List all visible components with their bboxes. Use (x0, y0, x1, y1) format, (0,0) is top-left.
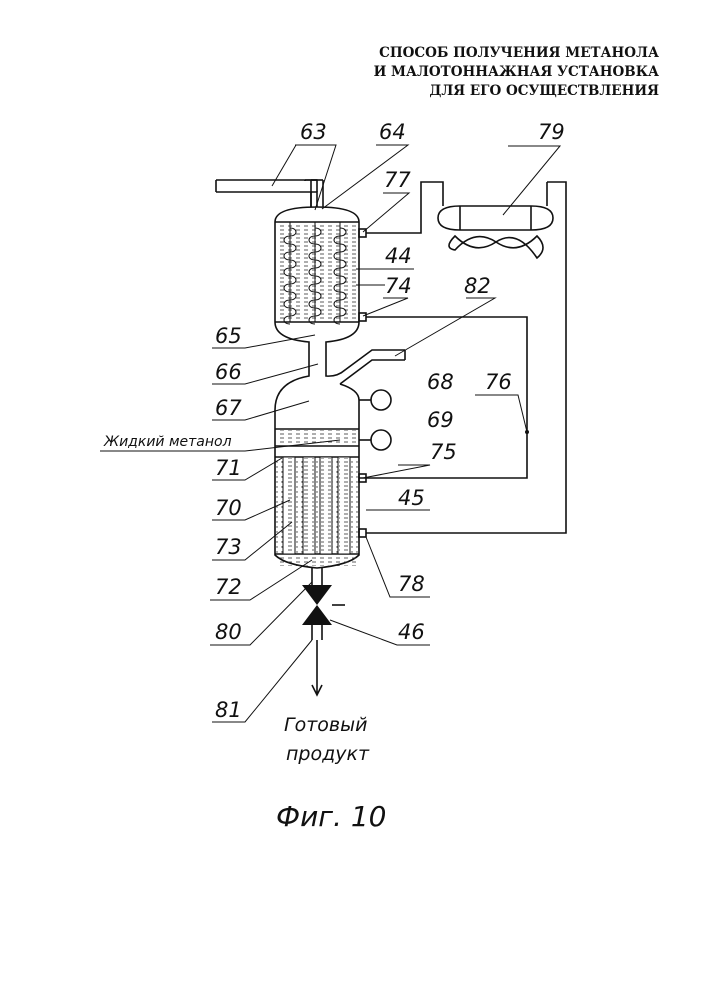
label-product-line2: продукт (286, 743, 370, 765)
label-66: 66 (215, 360, 242, 384)
label-44: 44 (385, 244, 412, 268)
label-69: 69 (427, 408, 454, 432)
label-46: 46 (398, 620, 425, 644)
label-64: 64 (379, 120, 406, 144)
label-63: 63 (300, 120, 327, 144)
instrument-69 (371, 430, 391, 450)
nozzle-74 (359, 313, 366, 321)
label-68: 68 (427, 370, 454, 394)
label-76: 76 (485, 370, 512, 394)
separator-vessel-45 (275, 350, 405, 568)
instrument-68 (371, 390, 391, 410)
upper-vessel-44 (275, 207, 359, 360)
label-81: 81 (215, 698, 242, 722)
label-45: 45 (398, 486, 425, 510)
label-liquid-methanol: Жидкий метанол (103, 434, 232, 450)
label-82: 82 (464, 274, 491, 298)
label-67: 67 (215, 396, 242, 420)
label-78: 78 (398, 572, 425, 596)
nozzle-78 (359, 529, 366, 537)
label-79: 79 (538, 120, 565, 144)
label-75: 75 (430, 440, 457, 464)
label-73: 73 (215, 535, 242, 559)
air-cooler-79 (438, 206, 553, 258)
label-65: 65 (215, 324, 242, 348)
label-70: 70 (215, 496, 242, 520)
label-77: 77 (384, 168, 411, 192)
figure-caption: Фиг. 10 (276, 800, 386, 833)
coolant-line-return (366, 182, 566, 533)
label-product-line1: Готовый (284, 714, 367, 736)
label-74: 74 (385, 274, 412, 298)
inlet-pipe-63 (216, 180, 323, 207)
outlet-valve-46 (302, 568, 345, 695)
label-72: 72 (215, 575, 242, 599)
label-71: 71 (215, 456, 242, 480)
label-80: 80 (215, 620, 242, 644)
